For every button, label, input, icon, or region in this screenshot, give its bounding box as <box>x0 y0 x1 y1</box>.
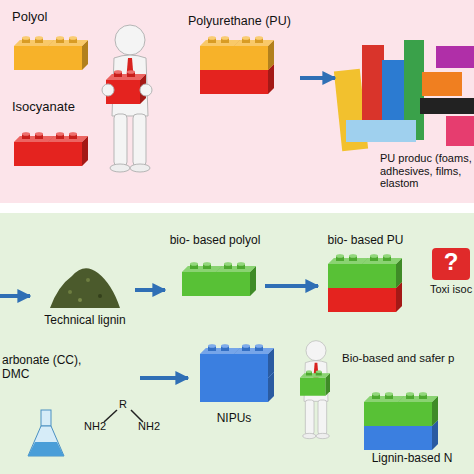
raw-material: Technical lignin <box>35 258 135 332</box>
node-label: PU produc (foams, adhesives, films, elas… <box>380 152 474 190</box>
node-label: Polyurethane (PU) <box>188 14 300 28</box>
product-block: bio- based PU <box>318 232 413 327</box>
node-label: arbonate (CC), DMC <box>2 354 90 382</box>
product-photo: PU produc (foams, adhesives, films, elas… <box>335 30 474 200</box>
builder-figure <box>102 25 152 172</box>
diamine-bonds <box>104 410 143 422</box>
flow-arrow <box>135 288 165 292</box>
incoming-arrow <box>0 294 30 298</box>
builder-figure-2 <box>300 341 330 439</box>
warning-block: ? Toxi isoc <box>428 246 474 310</box>
bottom-panel <box>0 213 474 474</box>
node-label: Toxi isoc <box>430 283 474 296</box>
bio-pu-bricks <box>328 254 402 312</box>
material-block: bio- based polyol <box>165 232 265 312</box>
node-label: NIPUs <box>188 412 280 426</box>
node-label: Polyol <box>12 10 104 25</box>
warning-box <box>432 248 470 280</box>
node-label: Isocyanate <box>12 100 104 115</box>
flow-arrow <box>140 376 188 380</box>
lignin-powder <box>50 268 120 308</box>
annotation: Bio-based and safer p <box>342 352 474 365</box>
flow-arrow <box>300 76 335 80</box>
material-block: Polyol <box>8 8 108 74</box>
product-block: Lignin-based N <box>350 386 474 474</box>
chemical-group: R <box>119 398 133 411</box>
pu-products-photo <box>334 40 474 151</box>
nipu-bricks <box>200 344 274 402</box>
node-label: bio- based polyol <box>165 234 265 248</box>
reagent-block: arbonate (CC), DMC <box>0 352 140 392</box>
node-label: ? <box>432 248 470 276</box>
product-block: NIPUs <box>188 340 280 435</box>
lignin-nipu-bricks <box>364 392 438 450</box>
bio-polyol-bricks <box>182 262 256 296</box>
pu-bricks <box>200 36 274 94</box>
isocyanate-bricks <box>14 132 88 166</box>
flow-arrow <box>265 284 318 288</box>
node-label: Technical lignin <box>35 314 135 328</box>
node-label: bio- based PU <box>318 234 413 248</box>
material-block: Isocyanate <box>8 98 108 174</box>
top-panel <box>0 0 474 203</box>
flask-icon <box>28 410 64 456</box>
chemical-group: NH2 <box>138 420 162 433</box>
chemical-group: NH2 <box>84 420 108 433</box>
product-block: Polyurethane (PU) <box>188 12 300 112</box>
node-label: Lignin-based N <box>350 452 474 466</box>
polyol-bricks <box>14 36 88 70</box>
